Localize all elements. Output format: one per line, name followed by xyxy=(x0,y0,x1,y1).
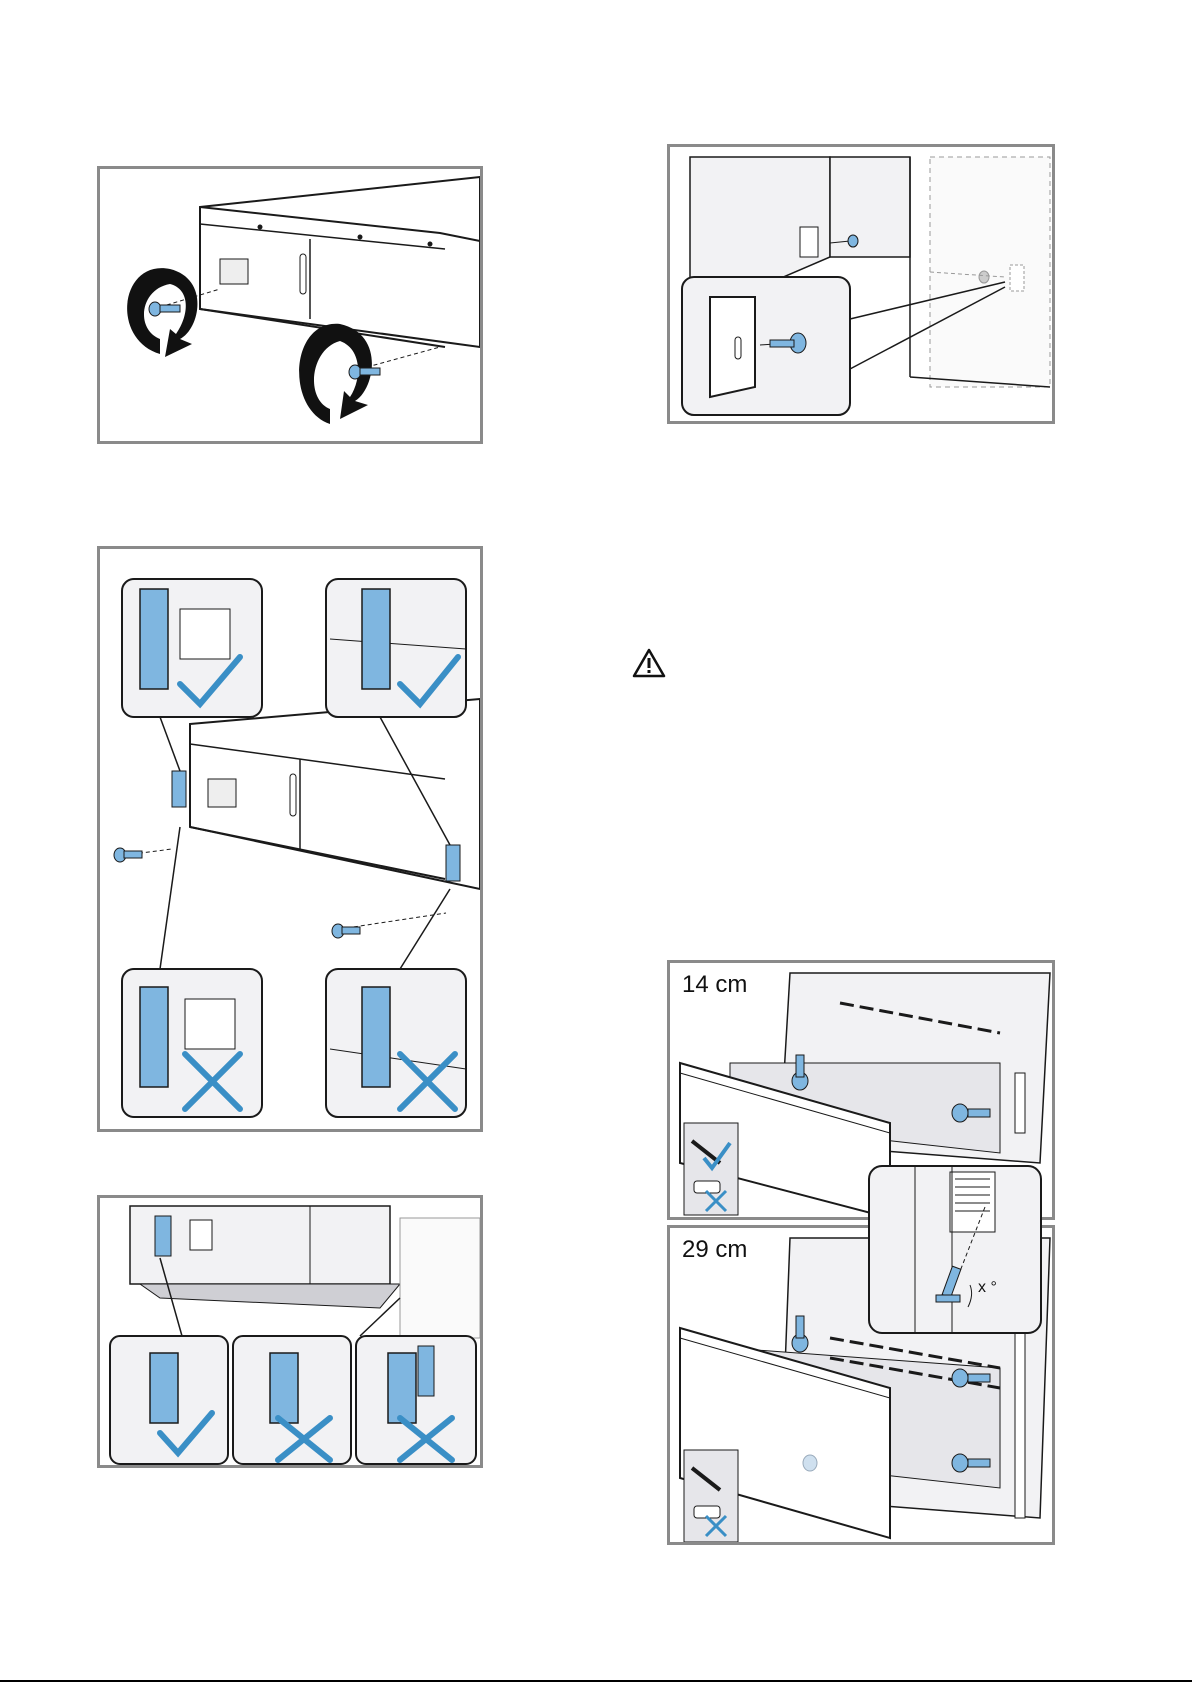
cabinet-bracket-illustration xyxy=(670,147,1055,424)
zoom-incorrect-left xyxy=(122,827,262,1117)
bracket-positions-illustration xyxy=(100,549,483,1132)
check-panel-incorrect-2 xyxy=(356,1336,476,1464)
check-panel-correct xyxy=(110,1336,228,1464)
page-bottom-rule xyxy=(0,1680,1192,1682)
figure-screw-rotation xyxy=(97,166,483,444)
cabinet-front-illustration xyxy=(100,1198,483,1468)
figure-cabinet-front xyxy=(97,1195,483,1468)
figure-bracket-positions xyxy=(97,546,483,1132)
tool-panel-29 xyxy=(684,1450,738,1542)
zoom-incorrect-right xyxy=(326,889,466,1117)
drawer-size-label: 14 cm xyxy=(678,971,751,999)
angle-zoom-callout: x ° xyxy=(868,1165,1042,1334)
drawer-size-label: 29 cm xyxy=(678,1236,751,1264)
check-panel-incorrect-1 xyxy=(233,1336,351,1464)
warning-triangle-icon xyxy=(632,648,666,678)
appliance-rotation-illustration xyxy=(100,169,483,444)
tool-panel-14 xyxy=(684,1123,738,1215)
figure-cabinet-bracket xyxy=(667,144,1055,424)
angle-detail-illustration xyxy=(870,1167,1040,1332)
angle-label: x ° xyxy=(978,1279,997,1297)
